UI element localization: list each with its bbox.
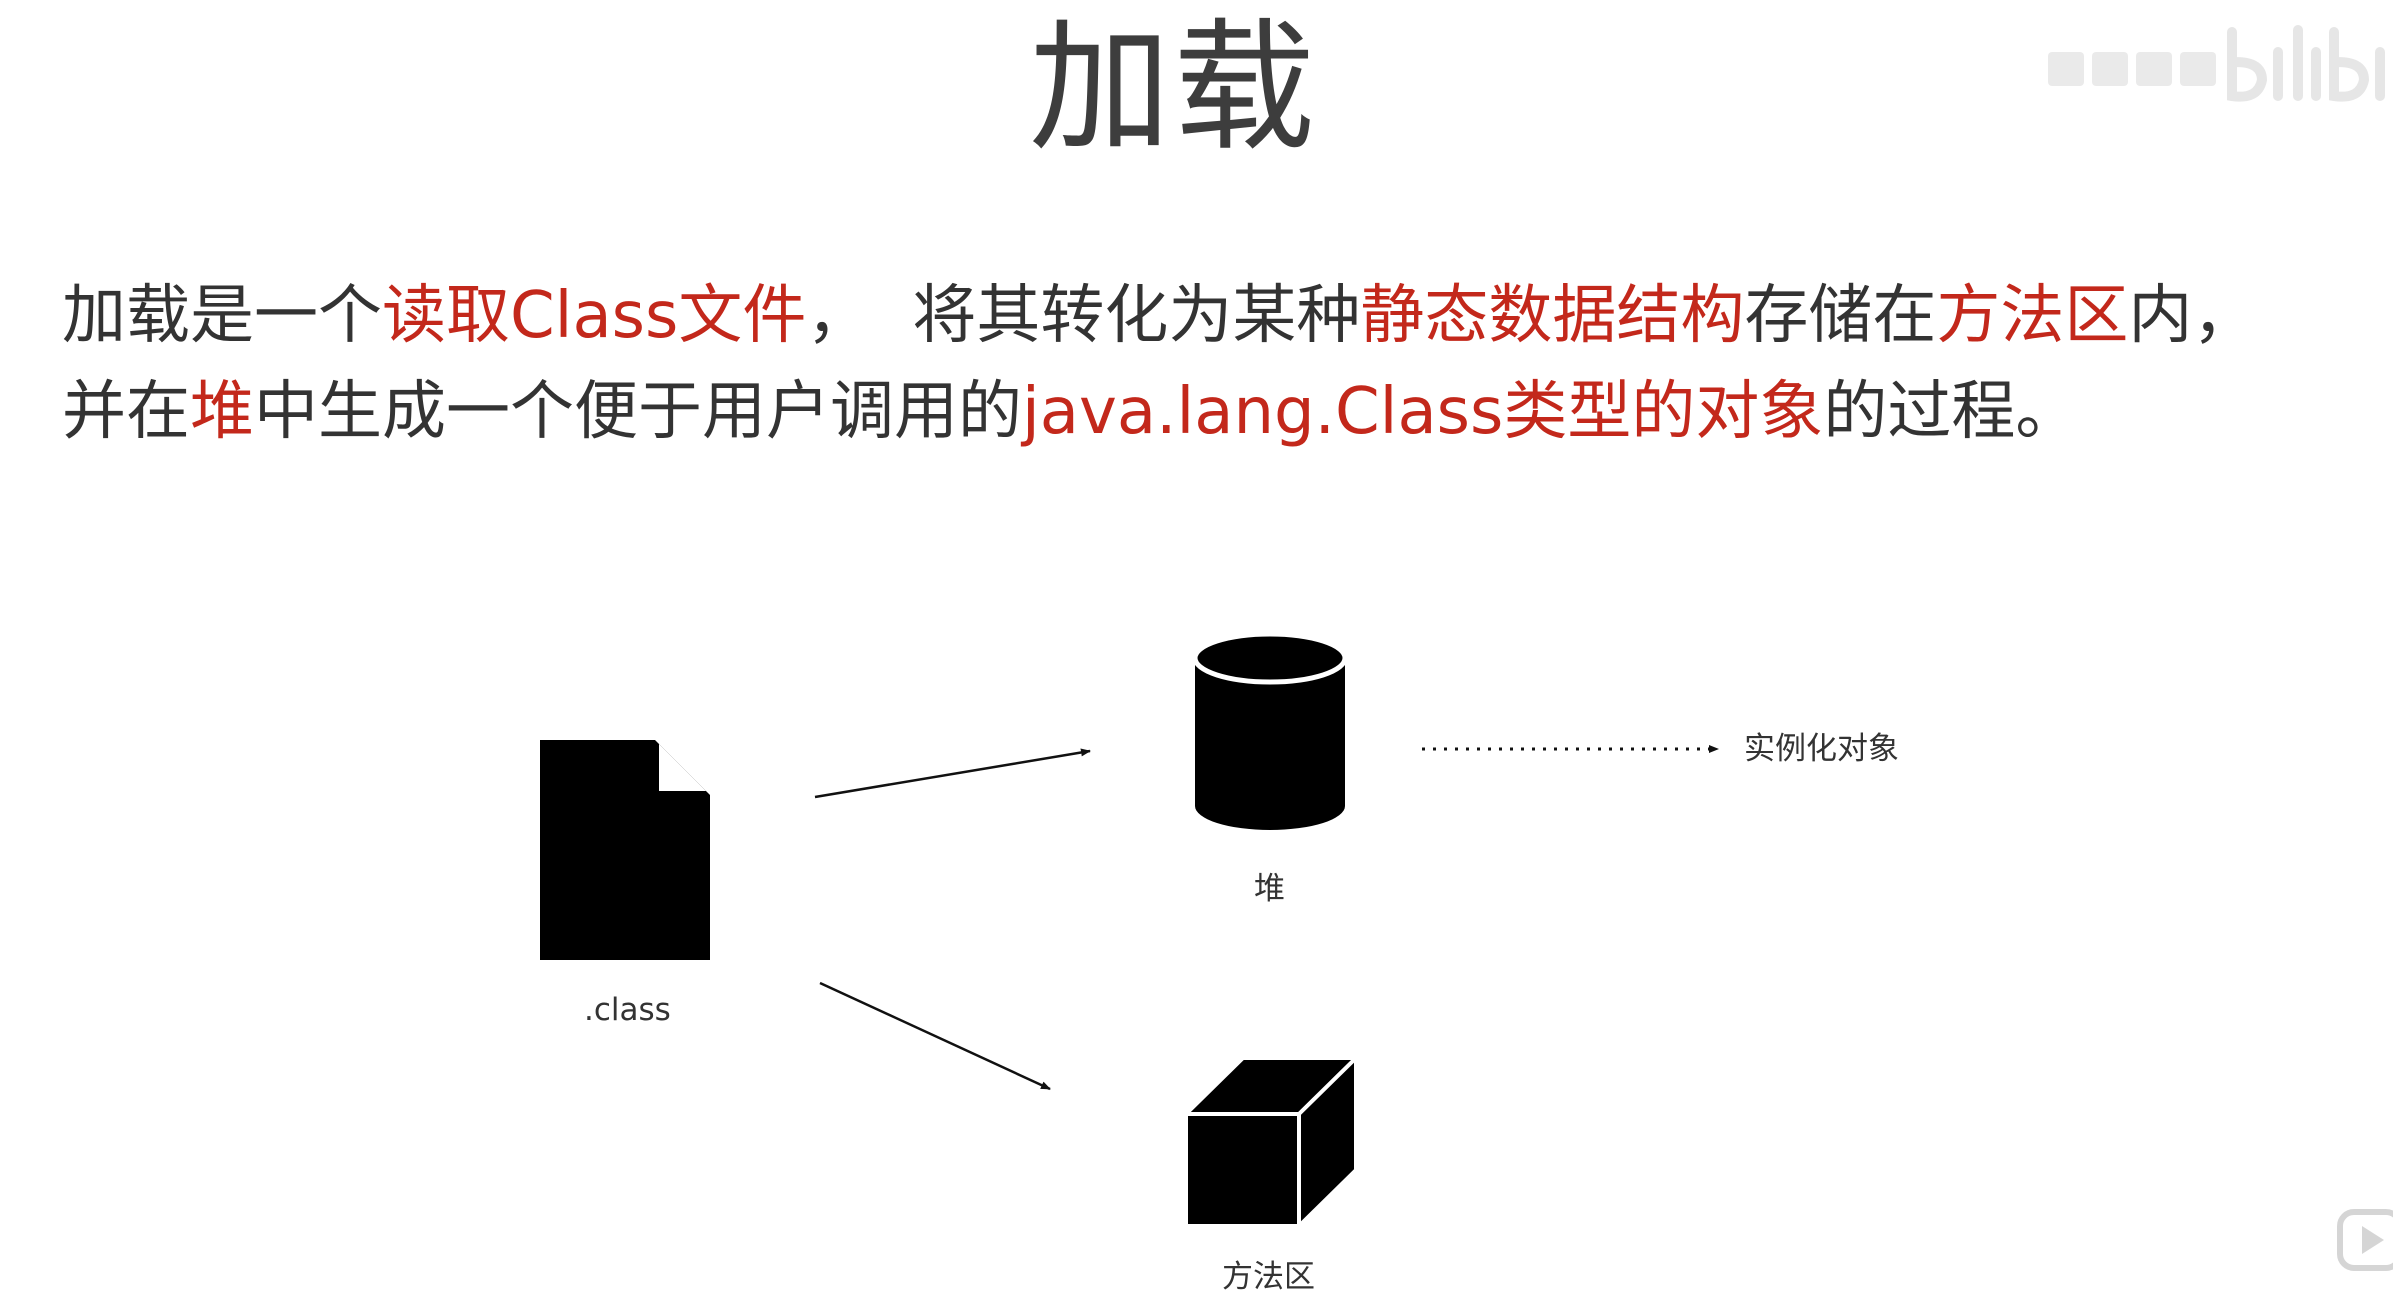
cylinder-icon [1192,631,1348,830]
instance-object-label: 实例化对象 [1744,731,1899,767]
line1-highlight-read-class: 读取Class文件 [382,279,807,353]
line1-highlight-static-structure: 静态数据结构 [1360,279,1745,353]
line1-segment: 内， [2128,279,2257,353]
watermark-user-text [2048,52,2216,86]
line1-segment: 将其转化为某种 [912,279,1361,353]
play-button-icon [2337,1209,2393,1271]
cube-icon [1184,1056,1358,1228]
arrow-to-method-area [819,981,1051,1091]
arrow-to-heap [814,748,1091,799]
line1-segment: ， [806,279,871,353]
description-line-1: 加载是一个读取Class文件， 将其转化为某种静态数据结构存储在方法区内， [62,268,2362,364]
line1-highlight-method-area: 方法区 [1936,279,2129,353]
heap-label: 堆 [1254,871,1285,907]
line2-segment: 的过程。 [1823,375,2080,449]
line2-segment: 并在 [62,375,190,449]
watermark-logo [2227,25,2385,102]
file-icon [540,740,710,960]
method-area-label: 方法区 [1222,1259,1315,1295]
line2-segment: 中生成一个便于用户调用的 [254,375,1022,449]
description-line-2: 并在堆中生成一个便于用户调用的java.lang.Class类型的对象的过程。 [62,364,2362,460]
class-file-label: .class [584,992,671,1028]
slide-title: 加载 [1029,6,1317,171]
line2-highlight-heap: 堆 [190,375,254,449]
line1-segment: 加载是一个 [62,279,382,353]
line1-segment: 存储在 [1744,279,1937,353]
line2-highlight-class-object: java.lang.Class类型的对象 [1022,375,1824,449]
